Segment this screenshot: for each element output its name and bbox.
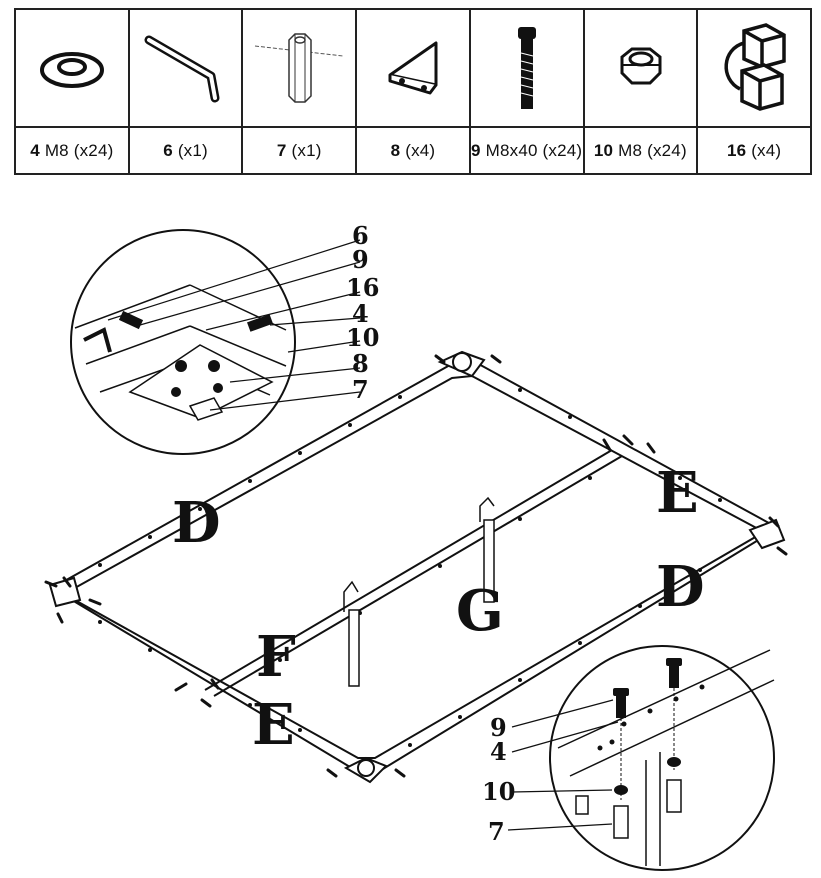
- part-spec: M8 (x24): [618, 140, 687, 160]
- parts-icon-row: [14, 8, 812, 128]
- callout-10: 10: [346, 323, 379, 352]
- part-spec: (x1): [177, 140, 208, 160]
- assembly-diagram: D E D G F E 6 9 16 4 10 8 7: [44, 221, 788, 871]
- part-label-9: 9 M8x40 (x24): [468, 126, 585, 175]
- parts-label-row: 4 M8 (x24) 6 (x1) 7 (x1) 8 (x4) 9 M8x40 …: [14, 126, 812, 175]
- part-label-10: 10 M8 (x24): [582, 126, 699, 175]
- part-cell-7: [241, 8, 358, 128]
- leg-callout-7: 7: [488, 817, 505, 846]
- leg-detail-callout: [507, 645, 775, 871]
- part-spec: M8x40 (x24): [485, 140, 583, 160]
- corner-cap-icon: [724, 23, 786, 111]
- part-label-16: 16 (x4): [696, 126, 812, 175]
- part-number: 9: [471, 140, 481, 160]
- part-label-4: 4 M8 (x24): [14, 126, 130, 175]
- part-cell-8: [355, 8, 471, 128]
- part-cell-10: [582, 8, 699, 128]
- parts-table: 4 M8 (x24) 6 (x1) 7 (x1) 8 (x4) 9 M8x40 …: [14, 8, 812, 175]
- callout-9: 9: [352, 245, 369, 274]
- part-cell-6: [127, 8, 244, 128]
- rail-holes: [98, 388, 722, 747]
- frame-label-g-center: G: [456, 578, 504, 644]
- corner-detail-callout: [70, 229, 361, 455]
- frame-label-d-right: D: [656, 554, 705, 620]
- part-spec: (x4): [751, 140, 782, 160]
- part-number: 16: [726, 140, 747, 160]
- frame-label-e-bottom: E: [252, 692, 295, 758]
- leg-callout-10: 10: [482, 777, 515, 806]
- part-spec: (x1): [291, 140, 322, 160]
- callout-8: 8: [352, 349, 369, 378]
- part-number: 6: [163, 140, 173, 160]
- part-cell-9: [468, 8, 585, 128]
- frame-label-d-left: D: [172, 490, 221, 556]
- bolt-icon: [517, 27, 536, 109]
- part-spec: M8 (x24): [44, 140, 114, 160]
- frame-label-e-top: E: [656, 460, 699, 526]
- nut-icon: [620, 47, 662, 85]
- callout-6: 6: [352, 221, 369, 250]
- part-number: 7: [276, 140, 287, 160]
- fastener-marks: [44, 354, 788, 778]
- part-number: 8: [390, 140, 401, 160]
- part-spec: (x4): [405, 140, 436, 160]
- part-number: 10: [593, 140, 614, 160]
- part-label-7: 7 (x1): [241, 126, 358, 175]
- callout-4: 4: [352, 299, 369, 328]
- hex-key-icon: [144, 35, 220, 103]
- part-cell-16: [696, 8, 812, 128]
- washer-icon: [39, 52, 104, 88]
- callout-16: 16: [346, 273, 379, 302]
- hex-spacer-icon: [255, 33, 344, 103]
- part-label-8: 8 (x4): [355, 126, 471, 175]
- part-cell-4: [14, 8, 130, 128]
- frame-label-f-end: F: [256, 624, 296, 690]
- callout-7: 7: [352, 375, 369, 404]
- leg-callout-9: 9: [490, 713, 507, 742]
- part-label-6: 6 (x1): [127, 126, 244, 175]
- frame-legs: [343, 496, 495, 687]
- corner-bracket-icon: [388, 41, 438, 95]
- leg-callout-4: 4: [490, 737, 507, 766]
- part-number: 4: [30, 140, 40, 160]
